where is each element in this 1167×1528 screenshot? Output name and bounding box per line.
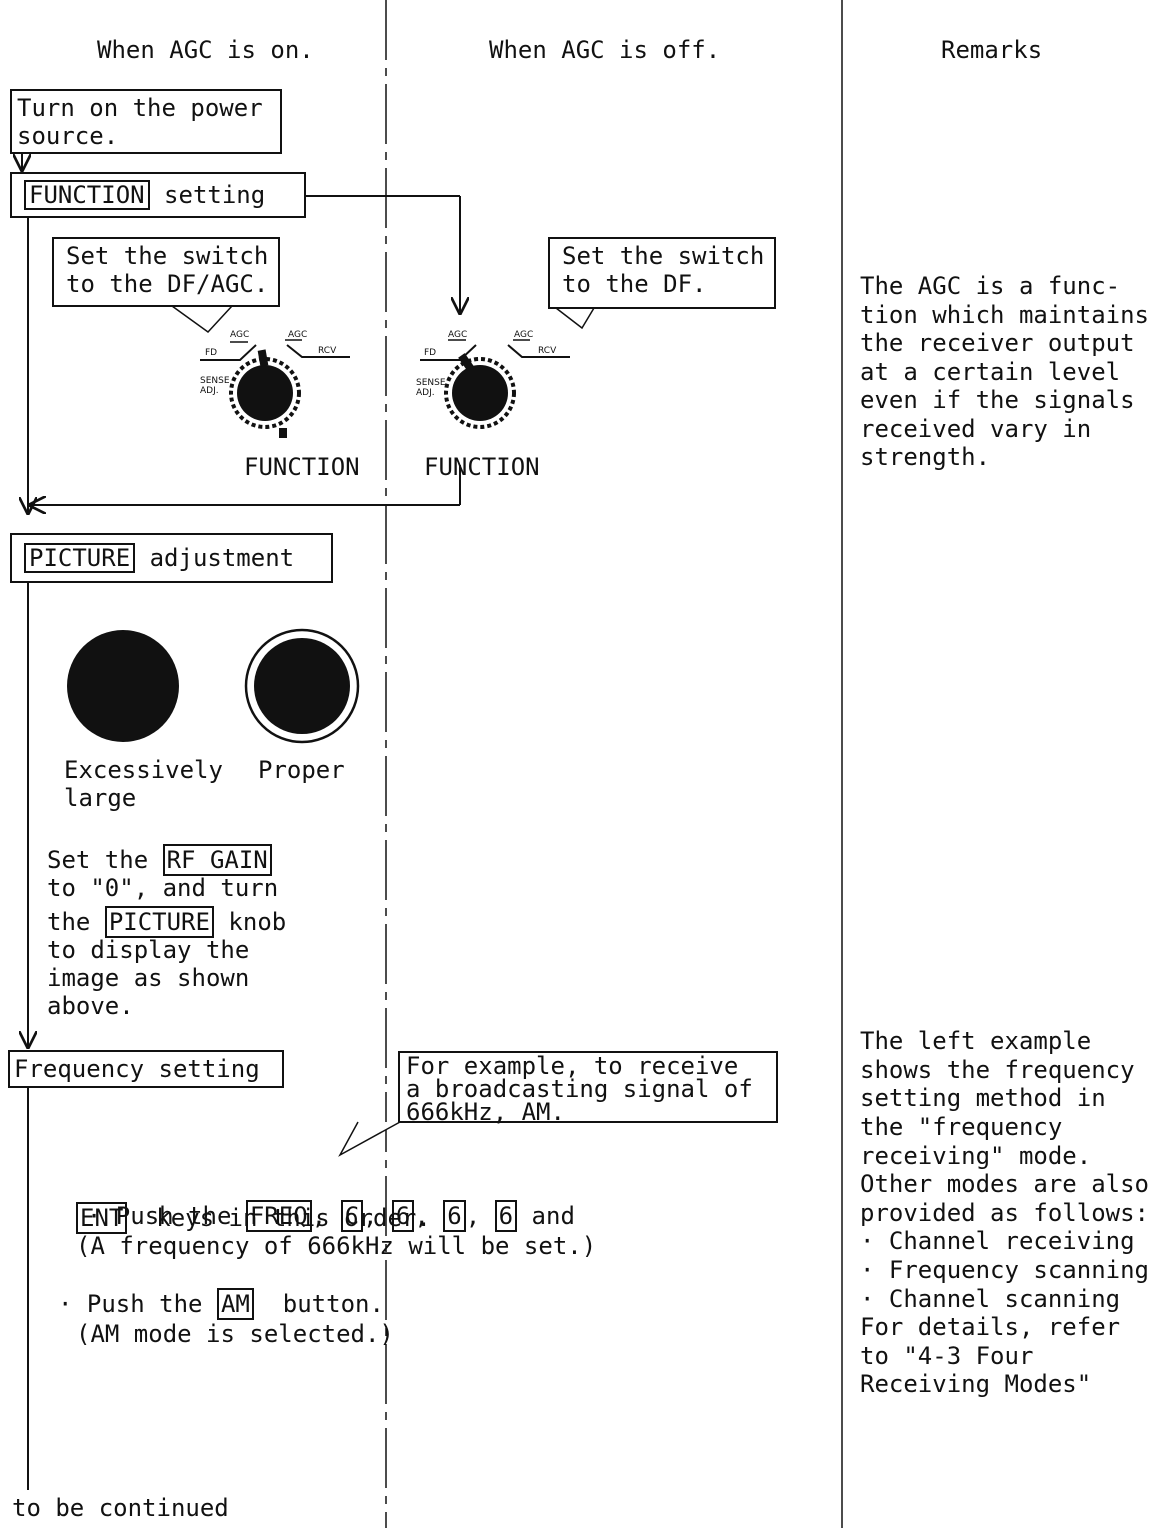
- header-remarks: Remarks: [941, 36, 1043, 64]
- dial-agc-right-1: AGC: [448, 330, 468, 340]
- callout-df-line-2: to the DF.: [562, 270, 707, 298]
- freq-callout-line-2: a broadcasting signal of: [406, 1075, 753, 1103]
- dial-sense-left: SENSE: [200, 376, 230, 386]
- dial-agc-right-2: AGC: [514, 330, 534, 340]
- power-line-1: Turn on the power: [17, 94, 263, 122]
- picture-excessive-circle: [67, 630, 179, 742]
- picture-step-label: adjustment: [149, 544, 295, 572]
- excessive-label-1: Excessively: [64, 756, 223, 784]
- key-6-c: 6: [494, 1200, 518, 1232]
- function-knob-right: [420, 339, 570, 429]
- dial-rcv-right: RCV: [538, 346, 557, 356]
- key-c: C: [340, 1200, 364, 1232]
- callout-df-agc: Set the switch to the DF/AGC.: [52, 237, 280, 307]
- dial-adj-right: ADJ.: [416, 388, 435, 398]
- dial-agc-left-1: AGC: [230, 330, 250, 340]
- header-agc-on: When AGC is on.: [97, 36, 314, 64]
- dial-rcv-left: RCV: [318, 346, 337, 356]
- callout-frequency-example: For example, to receive a broadcasting s…: [398, 1051, 778, 1126]
- header-agc-off: When AGC is off.: [489, 36, 721, 64]
- picture-key: PICTURE: [24, 543, 136, 573]
- dial-fd-left: FD: [205, 348, 218, 358]
- key-freq: FREQ: [245, 1200, 312, 1232]
- to-be-continued: to be continued: [12, 1494, 229, 1522]
- key-6-b: 6: [443, 1200, 466, 1232]
- function-knob-left: [200, 339, 350, 438]
- function-key: FUNCTION: [24, 180, 150, 210]
- rf-instr-line-6: above.: [47, 992, 134, 1020]
- function-step-label: setting: [164, 181, 266, 209]
- rf-instr-line-5: image as shown: [47, 964, 250, 992]
- dial-sense-right: SENSE: [416, 378, 446, 388]
- dial-fd-right: FD: [424, 348, 437, 358]
- rf-instr-line-2: to "0", and turn: [47, 874, 279, 902]
- power-step-box: Turn on the power source.: [10, 89, 282, 154]
- push-freq-line-1: · Push the FREQ, C, 6, 6, 6 and: [86, 1200, 575, 1232]
- freq-callout-line-3: 666kHz, AM.: [406, 1098, 565, 1126]
- frequency-step-box: Frequency setting: [8, 1050, 284, 1088]
- dial-agc-left-2: AGC: [288, 330, 308, 340]
- picture-knob-key: PICTURE: [104, 906, 214, 938]
- callout-df-line-1: Set the switch: [562, 242, 765, 270]
- key-am: AM: [216, 1288, 254, 1320]
- proper-label: Proper: [258, 756, 345, 784]
- rf-instr-line-3: the PICTURE knob: [47, 906, 287, 938]
- power-line-2: source.: [17, 122, 119, 150]
- picture-proper-circle: [254, 638, 350, 734]
- frequency-step-label: Frequency setting: [14, 1055, 260, 1083]
- callout-df-agc-line-1: Set the switch: [66, 242, 269, 270]
- callout-df-agc-line-2: to the DF/AGC.: [66, 270, 269, 298]
- picture-step-box: PICTURE adjustment: [10, 533, 333, 583]
- dial-adj-left: ADJ.: [200, 386, 219, 396]
- push-am-note: (AM mode is selected.): [76, 1320, 394, 1348]
- function-step-box: FUNCTION setting: [10, 172, 306, 218]
- rf-gain-key: RF GAIN: [162, 844, 272, 876]
- key-6-a: 6: [391, 1200, 415, 1232]
- function-knob-label-left: FUNCTION: [244, 453, 360, 481]
- push-freq-line-2: ENT keys in this order.: [76, 1202, 431, 1234]
- excessive-label-2: large: [64, 784, 137, 812]
- rf-instr-line-4: to display the: [47, 936, 250, 964]
- freq-callout-line-1: For example, to receive: [406, 1052, 739, 1080]
- callout-df: Set the switch to the DF.: [548, 237, 776, 309]
- key-ent: ENT: [76, 1202, 128, 1234]
- push-freq-note: (A frequency of 666kHz will be set.): [76, 1232, 597, 1260]
- rf-instr-line-1: Set the RF GAIN: [47, 844, 272, 876]
- function-knob-label-right: FUNCTION: [424, 453, 540, 481]
- push-am-line-1: · Push the AM button.: [58, 1288, 384, 1320]
